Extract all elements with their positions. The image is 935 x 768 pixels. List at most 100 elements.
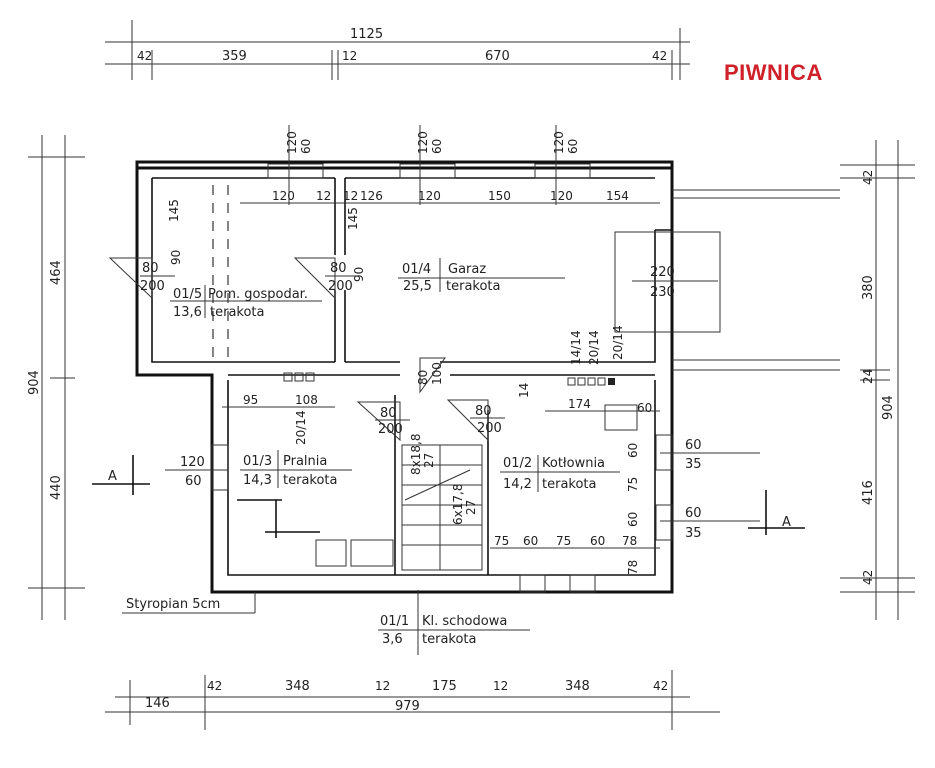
dim: 42 <box>861 170 875 185</box>
dim: 174 <box>568 397 591 411</box>
dim: 146 <box>145 696 170 711</box>
door-width: 80 <box>475 404 492 419</box>
dim: 145 <box>167 199 181 222</box>
room-label-kl-schodowa: 01/1 Kl. schodowa 3,6 terakota <box>378 590 530 655</box>
garage-door: 220 230 <box>632 265 718 300</box>
dim: 42 <box>207 679 222 693</box>
room-name: Pralnia <box>283 454 327 469</box>
window-height: 35 <box>685 526 702 541</box>
section-marker-left: A <box>92 455 150 495</box>
room-number: 01/1 <box>380 614 409 629</box>
door-width: 80 <box>142 261 159 276</box>
door-width: 80 <box>380 406 397 421</box>
staircase: 8x18,8 27 6x17,8 27 <box>401 434 483 571</box>
dim: 60 <box>626 443 640 458</box>
dim: 12 <box>316 189 331 203</box>
dim-top-seg: 12 <box>342 49 357 63</box>
stair-dim: 27 <box>422 453 436 468</box>
section-marker-right: A <box>748 490 805 535</box>
room-label-garaz: 01/4 Garaz 25,5 terakota <box>398 258 565 294</box>
pralnia-dims: 95 108 20/14 120 60 <box>165 372 335 491</box>
room-number: 01/5 <box>173 287 202 302</box>
dim: 90 <box>169 250 183 265</box>
room-floor: terakota <box>210 305 265 320</box>
doors: 80 200 80 200 80 200 80 200 80 100 <box>108 257 505 442</box>
door-height: 200 <box>477 421 502 436</box>
dim: 12 <box>375 679 390 693</box>
dim: 60 <box>523 534 538 548</box>
dim: 75 <box>556 534 571 548</box>
section-label: A <box>108 469 117 484</box>
dim: 416 <box>861 480 876 505</box>
window-height: 60 <box>299 139 313 154</box>
window-width: 120 <box>552 131 566 154</box>
window-height: 35 <box>685 457 702 472</box>
inner-top-dims: 120 12 12 126 120 150 120 154 145 90 145… <box>167 189 660 282</box>
vent-label: 14/14 <box>569 330 583 365</box>
vent-labels: 14/14 20/14 20/14 14 <box>517 325 625 398</box>
dim: 464 <box>49 260 64 285</box>
insulation-text: Styropian 5cm <box>126 597 220 612</box>
stair-dim: 8x18,8 <box>409 434 423 475</box>
room-area: 14,2 <box>503 477 532 492</box>
dim: 42 <box>861 570 875 585</box>
dim: 75 <box>494 534 509 548</box>
dim: 108 <box>295 393 318 407</box>
dim: 12 <box>493 679 508 693</box>
plan-title: PIWNICA <box>724 60 823 85</box>
dim: 20/14 <box>294 410 308 445</box>
room-name: Pom. gospodar. <box>208 287 308 302</box>
dim-overall-bottom: 979 <box>395 699 420 714</box>
dim: 380 <box>861 275 876 300</box>
dim-top-seg: 42 <box>137 49 152 63</box>
room-area: 14,3 <box>243 473 272 488</box>
dim: 78 <box>622 534 637 548</box>
dim: 126 <box>360 189 383 203</box>
dim: 24 <box>861 369 875 384</box>
dim: 175 <box>432 679 457 694</box>
kotlownia-dims: 174 60 60 75 60 75 60 75 60 78 78 60 35 … <box>490 397 760 593</box>
room-label-pralnia: 01/3 Pralnia 14,3 terakota <box>237 450 394 567</box>
dim: 12 <box>343 189 358 203</box>
bottom-dimension-lines: 146 42 348 12 175 12 348 42 979 <box>105 670 720 730</box>
garage-door-width: 220 <box>650 265 675 280</box>
garage-door-height: 230 <box>650 285 675 300</box>
vent-label: 14 <box>517 383 531 398</box>
room-floor: terakota <box>283 473 338 488</box>
dim: 348 <box>565 679 590 694</box>
dim: 95 <box>243 393 258 407</box>
room-label-kotlownia: 01/2 Kotłownia 14,2 terakota <box>500 455 620 492</box>
window-height: 60 <box>430 139 444 154</box>
dim-top-seg: 359 <box>222 49 247 64</box>
dim: 154 <box>606 189 629 203</box>
room-number: 01/3 <box>243 454 272 469</box>
room-name: Kl. schodowa <box>422 614 507 629</box>
dim: 42 <box>653 679 668 693</box>
door-width: 80 <box>330 261 347 276</box>
window-width: 120 <box>285 131 299 154</box>
insulation-note: Styropian 5cm <box>122 592 256 614</box>
top-dimension-lines: 1125 42 359 12 670 42 <box>105 20 690 80</box>
dim: 75 <box>626 477 640 492</box>
door-height: 200 <box>140 279 165 294</box>
dim-top-seg: 670 <box>485 49 510 64</box>
dim: 440 <box>49 475 64 500</box>
top-windows: 120 60 120 60 120 60 <box>267 125 591 205</box>
window-width: 60 <box>685 506 702 521</box>
left-dimension-lines: 904 464 440 <box>27 135 85 620</box>
window-width: 120 <box>416 131 430 154</box>
dim-top-seg: 42 <box>652 49 667 63</box>
window-height: 60 <box>185 474 202 489</box>
dim-overall-right: 904 <box>881 395 896 420</box>
room-area: 3,6 <box>382 632 403 647</box>
room-name: Garaz <box>448 262 486 277</box>
right-dimension-lines: 42 380 24 904 416 42 <box>840 140 915 620</box>
dim: 60 <box>590 534 605 548</box>
dim: 120 <box>272 189 295 203</box>
dim: 150 <box>488 189 511 203</box>
dim: 60 <box>626 512 640 527</box>
room-area: 13,6 <box>173 305 202 320</box>
vent-label: 20/14 <box>587 330 601 365</box>
room-floor: terakota <box>422 632 477 647</box>
